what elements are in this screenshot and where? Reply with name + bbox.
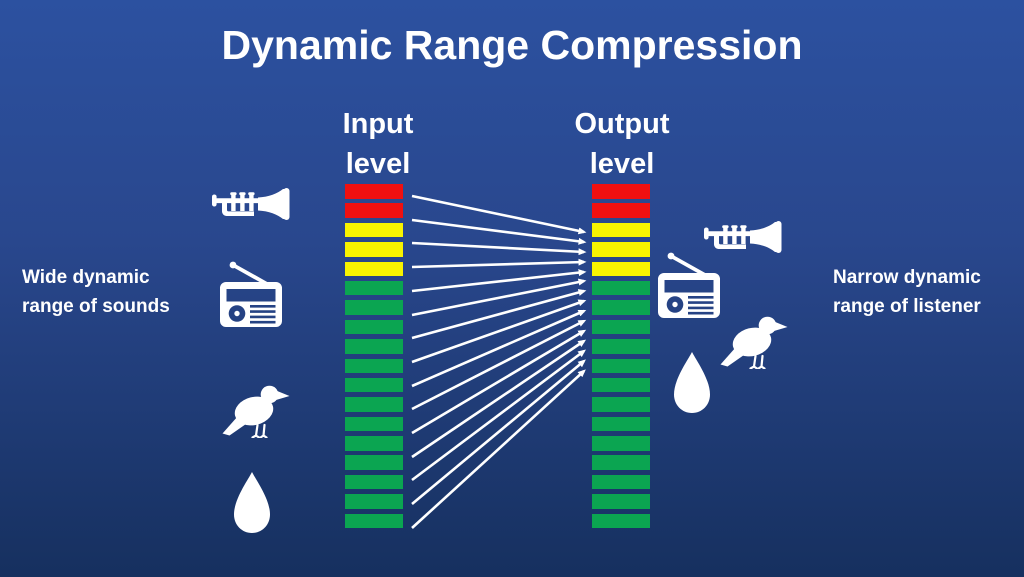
compression-arrow — [411, 319, 587, 411]
meter-segment-red — [592, 184, 650, 199]
compression-arrow — [411, 309, 587, 388]
meter-segment-green — [345, 494, 403, 509]
meter-segment-green — [345, 377, 403, 393]
meter-segment-green — [345, 474, 403, 490]
compression-arrow — [411, 269, 587, 293]
meter-segment-green — [592, 474, 650, 490]
meter-segment-green — [592, 455, 650, 470]
meter-segment-green — [345, 397, 403, 412]
compression-arrow — [411, 359, 586, 505]
meter-segment-green — [592, 280, 650, 296]
meter-segment-green — [592, 513, 650, 529]
meter-segment-green — [345, 300, 403, 315]
compression-arrow — [411, 278, 587, 317]
trumpet-icon — [704, 221, 782, 253]
output-level-label: Output level — [574, 108, 670, 180]
meter-segment-green — [592, 494, 650, 509]
meter-segment-yellow — [592, 222, 650, 238]
meter-segment-green — [345, 339, 403, 354]
meter-segment-green — [345, 319, 403, 335]
input-level-label: Input level — [342, 108, 414, 180]
compression-arrow — [411, 329, 587, 435]
meter-segment-green — [345, 436, 403, 451]
meter-segment-yellow — [345, 242, 403, 257]
radio-icon — [658, 252, 722, 319]
output-level-meter — [592, 184, 650, 533]
meter-segment-yellow — [592, 242, 650, 257]
meter-segment-yellow — [592, 261, 650, 277]
meter-segment-green — [592, 436, 650, 451]
bird-icon — [719, 314, 789, 369]
wide-range-note: Wide dynamic range of sounds — [22, 267, 170, 317]
compression-arrow — [411, 289, 587, 340]
meter-segment-green — [592, 377, 650, 393]
meter-segment-green — [345, 513, 403, 529]
meter-segment-red — [345, 184, 403, 199]
meter-segment-green — [345, 358, 403, 374]
compression-arrow — [411, 299, 587, 364]
meter-segment-yellow — [345, 222, 403, 238]
compression-arrow — [411, 369, 586, 529]
meter-segment-green — [592, 416, 650, 432]
meter-segment-green — [345, 416, 403, 432]
meter-segment-green — [592, 397, 650, 412]
meter-segment-green — [592, 300, 650, 315]
trumpet-icon — [212, 188, 290, 220]
compression-arrow — [411, 349, 586, 482]
narrow-range-note: Narrow dynamic range of listener — [833, 267, 981, 317]
meter-segment-green — [592, 358, 650, 374]
compression-arrow — [411, 339, 587, 459]
meter-segment-green — [345, 455, 403, 470]
meter-segment-yellow — [345, 261, 403, 277]
compression-arrow — [411, 218, 587, 245]
compression-arrow — [411, 194, 587, 235]
compression-arrow — [411, 241, 587, 256]
compression-arrow — [411, 258, 587, 269]
meter-segment-green — [345, 280, 403, 296]
page-title: Dynamic Range Compression — [221, 22, 803, 68]
radio-icon — [220, 261, 284, 328]
meter-segment-green — [592, 339, 650, 354]
water-drop-icon — [232, 472, 272, 534]
meter-segment-red — [592, 203, 650, 218]
water-drop-icon — [671, 352, 713, 414]
meter-segment-green — [592, 319, 650, 335]
meter-segment-red — [345, 203, 403, 218]
bird-icon — [221, 383, 291, 438]
input-level-meter — [345, 184, 403, 533]
